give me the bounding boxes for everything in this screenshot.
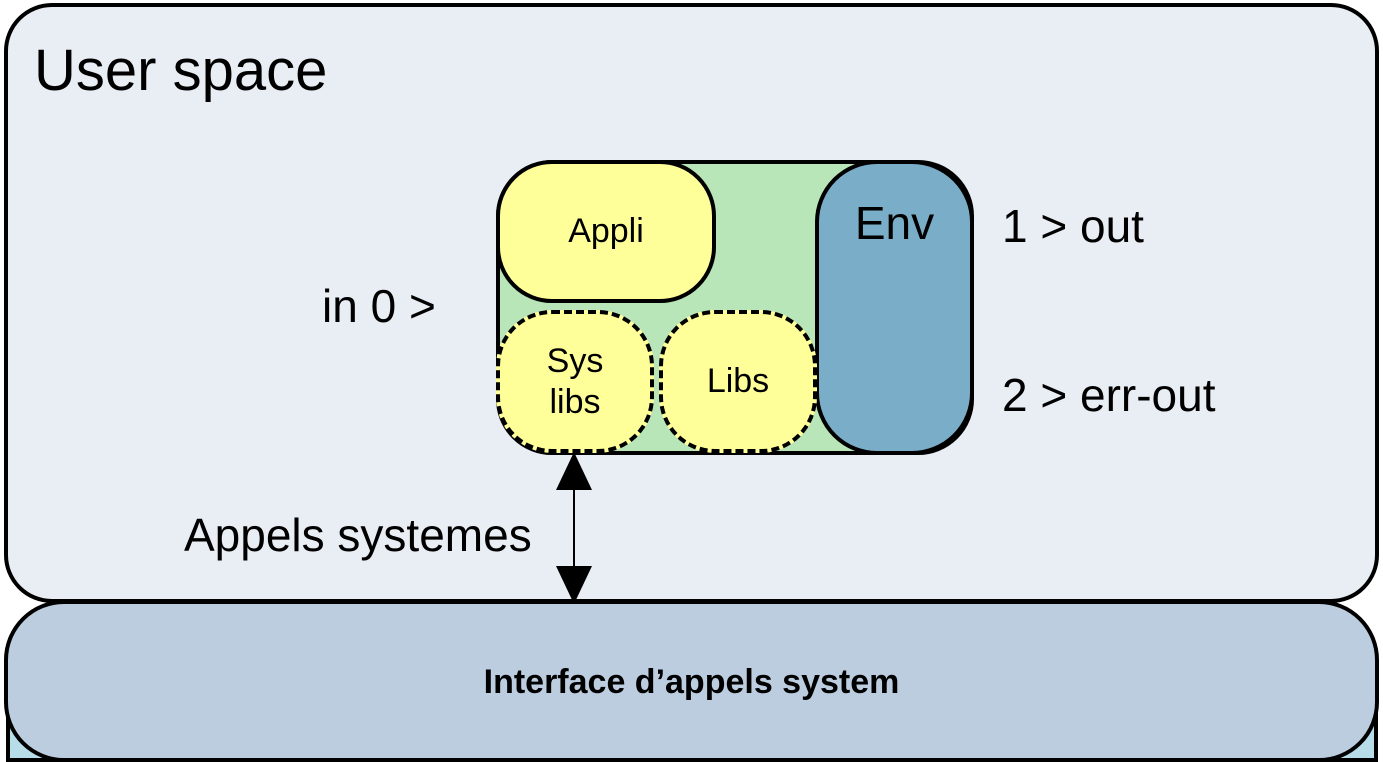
user-space-title: User space	[34, 38, 328, 103]
appli-label: Appli	[568, 212, 644, 251]
double-arrow-icon	[556, 452, 592, 604]
env-label: Env	[854, 197, 935, 249]
syscall-interface-region	[4, 600, 1379, 762]
sys-libs-label: Sys libs	[547, 341, 604, 423]
syscall-interface-label: Interface d’appels system	[483, 663, 900, 701]
appli-box: Appli	[496, 160, 716, 303]
system-calls-label: Appels systemes	[184, 509, 532, 561]
stderr-label: 2 > err-out	[1002, 369, 1216, 421]
stdout-label: 1 > out	[1002, 200, 1144, 252]
libs-label: Libs	[706, 362, 770, 401]
sys-libs-label-line-1: Sys	[546, 341, 604, 380]
sys-libs-box: Sys libs	[496, 310, 654, 453]
stdin-label: in 0 >	[322, 280, 436, 332]
sys-libs-label-line-2: libs	[549, 382, 601, 421]
libs-box: Libs	[659, 310, 817, 453]
env-box	[815, 160, 974, 455]
